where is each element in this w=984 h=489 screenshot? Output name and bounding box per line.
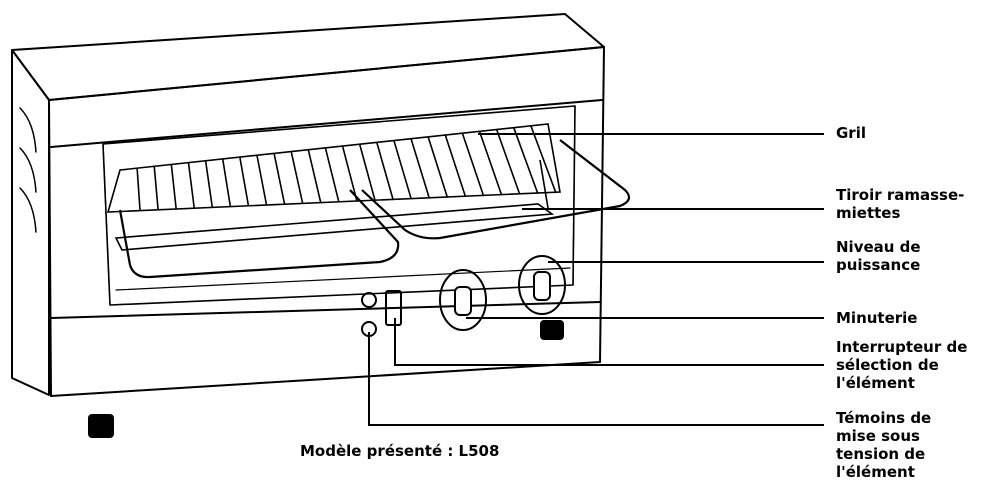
grill-bar (461, 132, 485, 197)
grill-bar (444, 134, 467, 198)
timer-knob-bezel (439, 269, 487, 331)
label-niveau-de-puissance: Niveau de puissance (836, 238, 921, 274)
grill-bar (495, 129, 521, 195)
power-level-knob-bezel (518, 255, 566, 315)
vent-slot (19, 147, 37, 193)
grill-bar (513, 127, 539, 194)
oven-foot-right (540, 320, 564, 340)
oven-left-side (11, 49, 50, 396)
grill-bar (478, 131, 503, 196)
grill-bar (136, 168, 141, 212)
vent-slot (19, 187, 37, 233)
leader-line-temoins (368, 332, 824, 426)
grill-bar (273, 153, 286, 205)
label-tiroir-ramasse-miettes: Tiroir ramasse- miettes (836, 186, 965, 222)
oven-foot-left (88, 414, 114, 438)
grill-bar (410, 138, 431, 199)
label-temoins: Témoins de mise sous tension de l'élémen… (836, 409, 932, 481)
grill-bar (358, 144, 376, 202)
oven-front-left-edge (48, 99, 52, 397)
leader-line-interrupteur (394, 318, 824, 366)
crumb-tray (114, 159, 555, 251)
grill-bar (324, 147, 340, 203)
grill-bar (341, 145, 358, 202)
grill-bar (290, 151, 304, 205)
caption-model: Modèle présenté : L508 (300, 442, 500, 460)
vent-slot (19, 107, 37, 153)
label-gril: Gril (836, 124, 866, 142)
grill-rack (106, 123, 631, 279)
element-selector-switch (385, 290, 402, 326)
grill-bar (530, 125, 557, 194)
grill-bar (307, 149, 322, 204)
power-level-knob (533, 271, 551, 301)
oven-top (11, 13, 605, 101)
grill-bar (376, 142, 394, 201)
grill-bar (256, 155, 268, 206)
timer-knob (454, 286, 472, 316)
grill-bar (187, 162, 196, 209)
grill-bar (393, 140, 413, 200)
grill-bar (427, 136, 449, 198)
grill-bar (221, 158, 232, 208)
grill-bar (239, 156, 250, 207)
grill-bar (204, 160, 214, 209)
grill-bar (153, 166, 159, 211)
label-interrupteur: Interrupteur de sélection de l'élément (836, 338, 968, 392)
label-minuterie: Minuterie (836, 309, 918, 327)
grill-bar (170, 164, 178, 210)
indicator-light-top (361, 292, 377, 308)
